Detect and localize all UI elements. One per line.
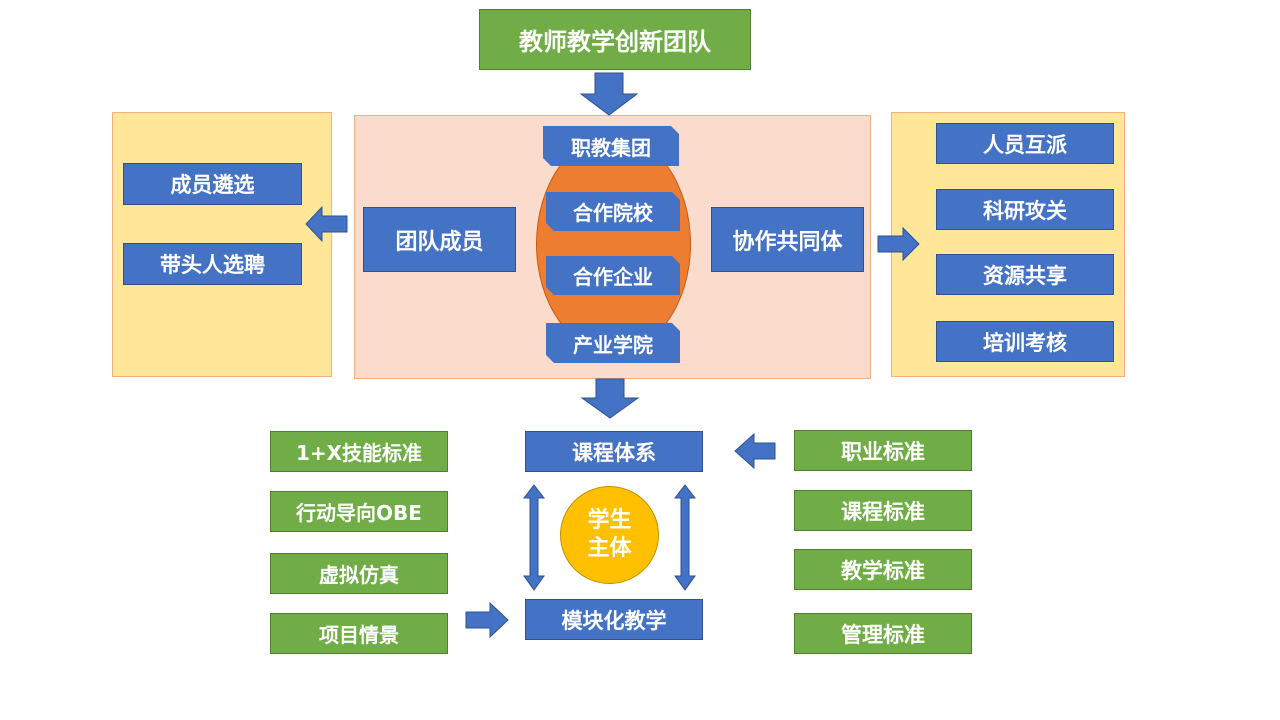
- student-center-line2: 主体: [587, 536, 632, 561]
- orange-ellipse: [536, 135, 691, 353]
- team-members-box: 团队成员: [363, 207, 516, 272]
- curriculum-system-box: 课程体系: [525, 431, 703, 472]
- arrow-down-curriculum: [580, 378, 640, 419]
- right-green-occupational-standard: 职业标准: [794, 430, 972, 471]
- student-center-line1: 学生: [587, 508, 632, 533]
- tab-industry-college: 产业学院: [546, 323, 680, 363]
- left-green-project-scenario: 项目情景: [270, 613, 448, 654]
- tab-partner-enterprises: 合作企业: [546, 256, 680, 295]
- left-item-member-selection: 成员遴选: [123, 163, 302, 205]
- right-item-training-assessment: 培训考核: [936, 321, 1114, 362]
- left-item-leader-hiring: 带头人选聘: [123, 243, 302, 285]
- right-item-resource-sharing: 资源共享: [936, 254, 1114, 295]
- arrow-right-to-modular: [465, 601, 509, 639]
- modular-teaching-box: 模块化教学: [525, 599, 703, 640]
- left-green-action-obe: 行动导向OBE: [270, 491, 448, 532]
- left-green-virtual-simulation: 虚拟仿真: [270, 553, 448, 594]
- right-green-curriculum-standard: 课程标准: [794, 490, 972, 531]
- team-title-box: 教师教学创新团队: [479, 9, 751, 70]
- team-title: 教师教学创新团队: [519, 28, 711, 56]
- right-green-management-standard: 管理标准: [794, 613, 972, 654]
- student-center-circle: 学生 主体: [560, 486, 659, 584]
- right-green-teaching-standard: 教学标准: [794, 549, 972, 590]
- left-green-1x-skill-standard: 1+X技能标准: [270, 431, 448, 472]
- right-item-research: 科研攻关: [936, 189, 1114, 230]
- arrow-left-to-left-panel: [305, 205, 348, 243]
- double-arrow-right: [673, 484, 697, 591]
- tab-partner-colleges: 合作院校: [546, 192, 680, 231]
- arrow-left-from-standards: [734, 432, 776, 470]
- collaboration-community-box: 协作共同体: [711, 207, 864, 272]
- right-item-staff-exchange: 人员互派: [936, 123, 1114, 164]
- arrow-right-to-right-panel: [877, 226, 920, 262]
- double-arrow-left: [522, 484, 546, 591]
- arrow-down-title: [579, 72, 639, 116]
- tab-vocational-group: 职教集团: [543, 126, 679, 166]
